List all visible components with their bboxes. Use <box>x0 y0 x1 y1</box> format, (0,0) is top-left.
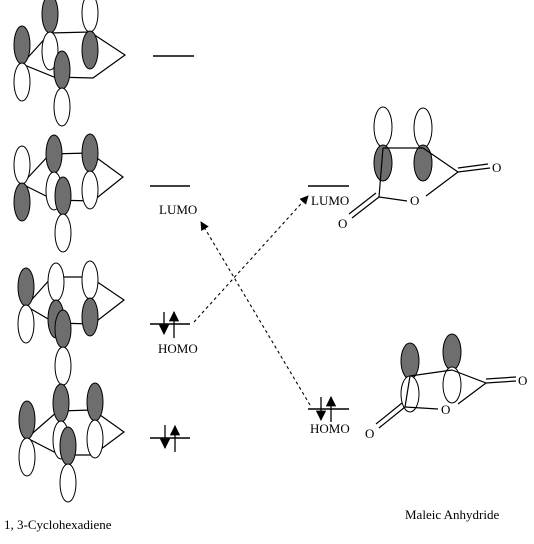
maleic-o-label: O <box>410 193 419 208</box>
homo-diene-to-lumo-maleic-arrow <box>193 195 309 323</box>
maleic-o-label: O <box>492 160 501 175</box>
diene-homo-label: HOMO <box>158 341 198 356</box>
maleic-lumo-label: LUMO <box>311 193 349 208</box>
diene-caption: 1, 3-Cyclohexadiene <box>4 517 112 532</box>
diene-orbital-psi4 <box>13 0 127 127</box>
electron-pair-icon <box>315 395 337 422</box>
diene-lumo-label: LUMO <box>159 202 197 217</box>
dienophile-caption: Maleic Anhydride <box>405 507 499 522</box>
maleic-homo-label: HOMO <box>310 421 350 436</box>
homo-maleic-to-lumo-diene-arrow <box>200 221 311 406</box>
maleic-o-label: O <box>441 402 450 417</box>
electron-pair-icon <box>158 310 180 338</box>
maleic-o-label: O <box>338 216 347 231</box>
diene-orbital-psi1 <box>18 382 126 503</box>
maleic-lumo-orbital <box>348 106 491 219</box>
electron-pair-icon <box>159 424 181 452</box>
diene-orbital-psi3 <box>13 133 124 253</box>
maleic-o-label: O <box>518 373 527 388</box>
diene-ring <box>21 152 124 202</box>
maleic-homo-orbital <box>375 333 517 429</box>
maleic-o-label: O <box>365 426 374 441</box>
diene-ring <box>20 31 127 79</box>
diene-ring <box>25 276 126 325</box>
diene-orbital-psi2 <box>17 260 126 386</box>
